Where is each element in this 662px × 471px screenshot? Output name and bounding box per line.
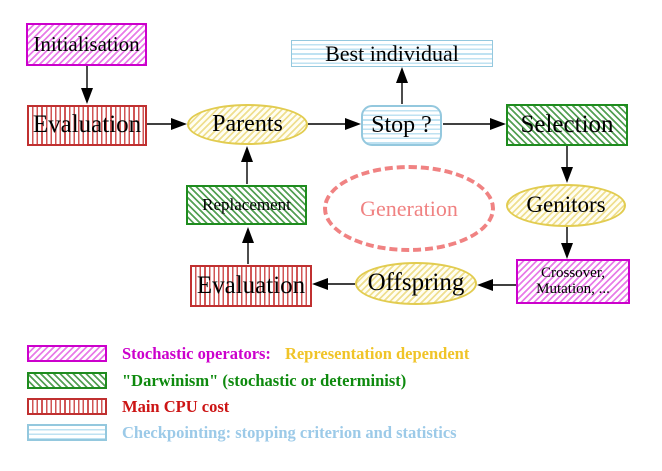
- arrowhead-genitors-to-crossover: [561, 243, 573, 259]
- node-offspring-label: Offspring: [367, 269, 465, 297]
- node-initialisation: Initialisation: [26, 23, 147, 66]
- node-evaluation-top-label: Evaluation: [32, 111, 142, 139]
- node-selection-label: Selection: [520, 110, 614, 138]
- arrowhead-stop-to-selection: [490, 118, 506, 130]
- legend-swatch-cpu-cost: [27, 398, 107, 415]
- node-parents-label: Parents: [212, 110, 283, 137]
- node-generation-label: Generation: [360, 195, 458, 221]
- node-replacement: Replacement: [186, 185, 307, 225]
- arrowhead-offspring-to-evaluation: [312, 278, 328, 290]
- arrowhead-replacement-to-parents: [241, 146, 253, 162]
- node-mutation-label: Mutation, ...: [536, 280, 610, 297]
- node-genitors-label: Genitors: [526, 192, 606, 218]
- node-stop: Stop ?: [361, 105, 442, 146]
- arrowhead-stop-to-best: [396, 67, 408, 83]
- node-evaluation-top: Evaluation: [27, 105, 147, 146]
- node-genitors: Genitors: [506, 184, 626, 227]
- legend-label-cpu-cost: Main CPU cost: [122, 397, 230, 416]
- arrowhead-selection-to-genitors: [561, 167, 573, 183]
- node-crossover-mutation: Crossover, Mutation, ...: [516, 259, 630, 304]
- arrowhead-parents-to-stop: [345, 118, 361, 130]
- arrowhead-init-to-evaluation: [81, 88, 93, 104]
- node-parents: Parents: [187, 104, 308, 145]
- legend-label-checkpointing: Checkpointing: stopping criterion and st…: [122, 423, 457, 442]
- legend-swatch-checkpointing: [27, 424, 107, 441]
- node-best-individual-label: Best individual: [325, 40, 459, 66]
- node-stop-label: Stop ?: [371, 111, 432, 138]
- legend-label-representation-text: Representation dependent: [284, 344, 470, 363]
- node-selection: Selection: [506, 104, 628, 146]
- node-replacement-label: Replacement: [202, 195, 291, 215]
- node-crossover-label: Crossover,: [541, 264, 605, 281]
- arrowhead-evaluation-to-replacement: [242, 227, 254, 243]
- arrowhead-evaluation-to-parents: [171, 118, 187, 130]
- legend-label-stochastic-operators: Stochastic operators: Representation depe…: [122, 345, 469, 363]
- node-evaluation-bottom-label: Evaluation: [196, 271, 306, 299]
- node-evaluation-bottom: Evaluation: [190, 265, 312, 307]
- node-offspring: Offspring: [355, 262, 477, 305]
- node-best-individual: Best individual: [291, 40, 493, 67]
- legend-label-darwinism: "Darwinism" (stochastic or determinist): [122, 371, 407, 390]
- node-generation: Generation: [323, 165, 495, 252]
- legend-swatch-stochastic-operators: [27, 345, 107, 362]
- legend-swatch-darwinism: [27, 372, 107, 389]
- legend-label-stochastic-text: Stochastic operators:: [122, 344, 271, 363]
- arrowhead-crossover-to-offspring: [477, 279, 493, 291]
- node-initialisation-label: Initialisation: [33, 32, 140, 57]
